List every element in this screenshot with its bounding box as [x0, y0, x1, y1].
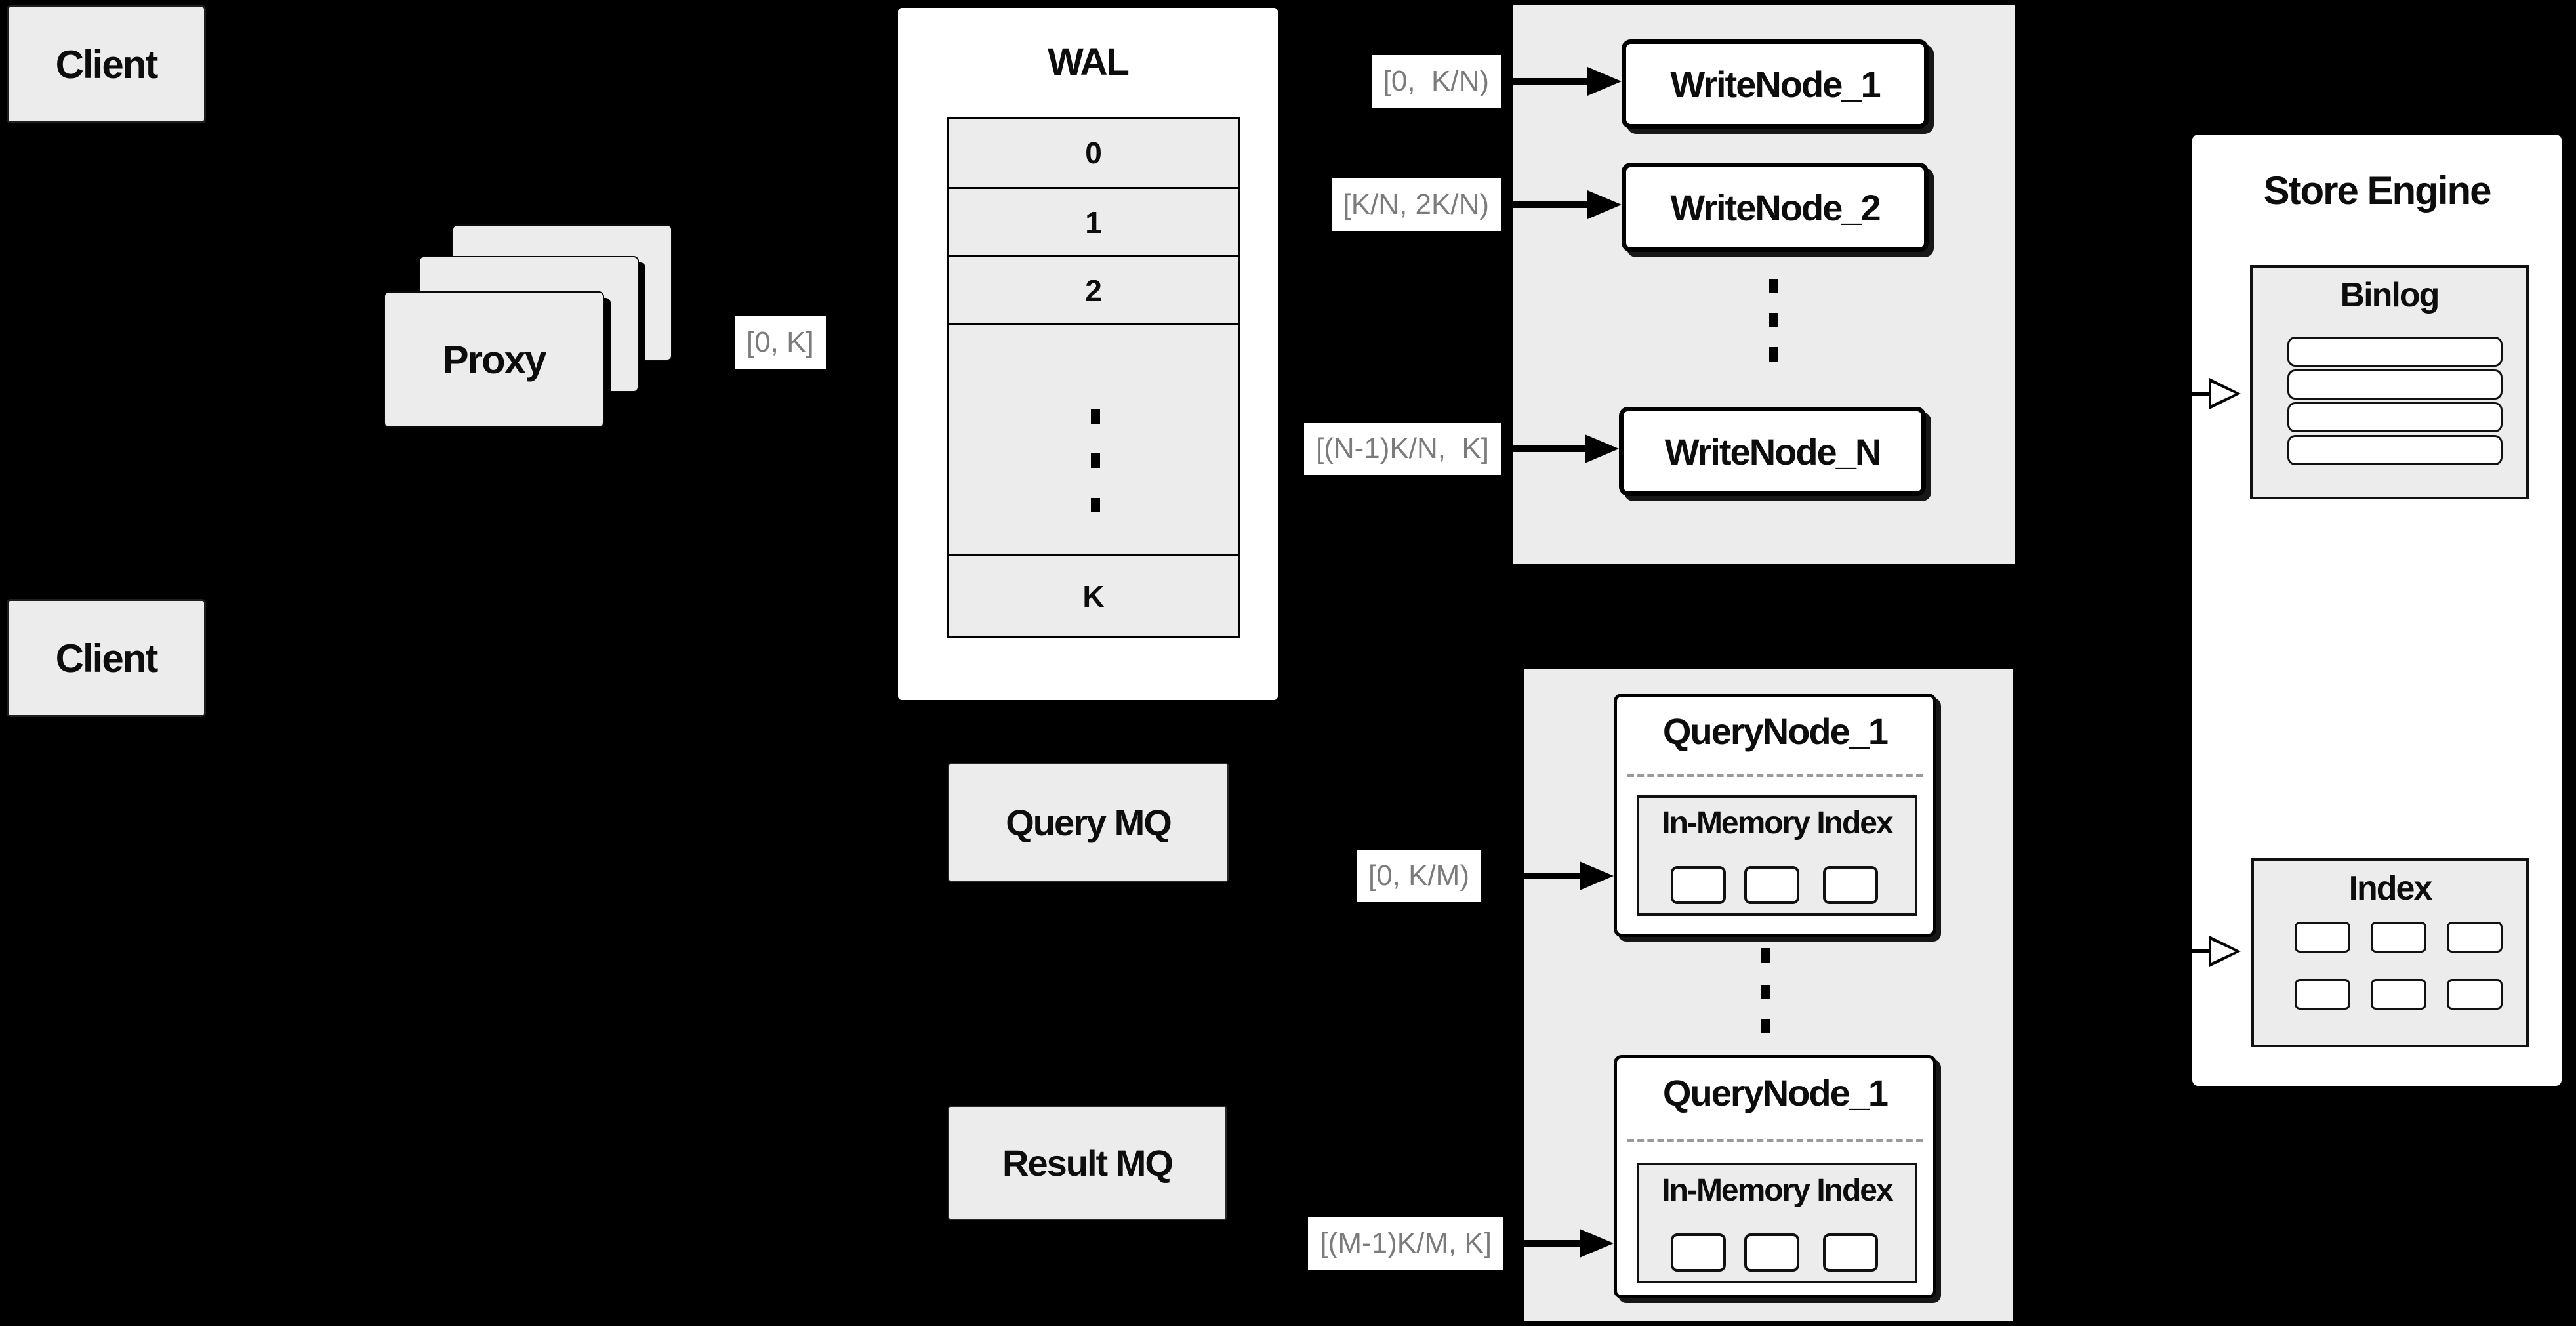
vertical-ellipsis-dot	[1769, 313, 1778, 327]
index-segment-cell	[1671, 1233, 1726, 1272]
binlog-row	[2287, 435, 2503, 465]
range-label-writenode-n: [(N-1)K/N, K]	[1303, 423, 1501, 475]
vertical-ellipsis-dot	[1091, 498, 1100, 512]
query-node-2: QueryNode_1 In-Memory Index	[1614, 1055, 1936, 1298]
range-label-writenode-2: [K/N, 2K/N)	[1331, 178, 1501, 231]
index-segment-cell	[1744, 1233, 1799, 1272]
dashed-divider	[1627, 1139, 1923, 1142]
index-segment-cell	[1671, 866, 1726, 904]
query-mq-node: Query MQ	[948, 763, 1229, 882]
vertical-ellipsis-dot	[1761, 1019, 1770, 1033]
index-title: Index	[2348, 869, 2433, 907]
dashed-divider	[1627, 774, 1923, 777]
in-memory-index-box: In-Memory Index	[1637, 795, 1917, 916]
arrow-right-solid-icon	[1587, 67, 1622, 96]
index-file-cell	[2371, 979, 2426, 1010]
arrow-right-hollow-icon-fill	[2211, 940, 2236, 963]
arrow-line	[2135, 949, 2211, 953]
index-segment-cell	[1744, 866, 1799, 904]
store-engine-box: Store Engine Binlog Index	[2189, 131, 2565, 1089]
range-label-proxy: [0, K]	[735, 316, 826, 369]
index-segment-cell	[1823, 866, 1878, 904]
binlog-box: Binlog	[2250, 265, 2529, 499]
arrow-right-hollow-icon-fill	[2211, 383, 2236, 405]
arrow-line	[1479, 873, 1583, 879]
query-node-title: QueryNode_1	[1662, 1071, 1889, 1113]
binlog-title: Binlog	[2340, 276, 2440, 314]
vertical-ellipsis-dot	[1761, 985, 1770, 999]
range-label-writenode-1: [0, K/N)	[1371, 55, 1501, 108]
store-engine-title: Store Engine	[2263, 168, 2491, 213]
client-node-bottom: Client	[7, 599, 206, 717]
index-file-cell	[2295, 922, 2350, 953]
query-node-1: QueryNode_1 In-Memory Index	[1614, 694, 1936, 937]
vertical-ellipsis-dot	[1769, 347, 1778, 362]
arrow-right-solid-icon	[1587, 190, 1622, 219]
index-segment-cell	[1823, 1233, 1878, 1272]
in-memory-index-title: In-Memory Index	[1662, 1172, 1893, 1208]
wal-segment-row: 1	[949, 187, 1238, 255]
arrow-right-solid-icon	[1580, 1229, 1614, 1258]
proxy-node: Proxy	[384, 291, 604, 428]
arrow-line	[2135, 392, 2211, 396]
wal-box: WAL 0 1 2 K	[895, 5, 1280, 703]
query-node-title: QueryNode_1	[1662, 710, 1889, 752]
in-memory-index-title: In-Memory Index	[1662, 805, 1893, 840]
vertical-ellipsis-dot	[1761, 948, 1770, 963]
index-file-cell	[2447, 979, 2503, 1010]
vertical-ellipsis-dot	[1091, 453, 1100, 468]
index-file-cell	[2295, 979, 2350, 1010]
wal-ellipsis-row	[949, 323, 1238, 554]
index-box: Index	[2251, 858, 2529, 1047]
range-label-querynode-m: [(M-1)K/M, K]	[1308, 1217, 1503, 1270]
in-memory-index-box: In-Memory Index	[1637, 1163, 1917, 1283]
range-label-querynode-1: [0, K/M)	[1356, 850, 1481, 902]
client-node-top: Client	[7, 5, 206, 123]
arrow-line	[1499, 1240, 1583, 1247]
wal-segment-row: 2	[949, 255, 1238, 323]
vertical-ellipsis-dot	[1769, 279, 1778, 293]
arrow-right-solid-icon	[1585, 434, 1619, 463]
binlog-row	[2287, 369, 2503, 400]
arrow-line	[1496, 445, 1587, 452]
binlog-row	[2287, 402, 2503, 432]
index-file-cell	[2371, 922, 2426, 953]
binlog-row	[2287, 337, 2503, 367]
wal-segment-row: 0	[949, 119, 1238, 187]
arrow-line	[1496, 78, 1591, 85]
arrow-line	[1496, 201, 1591, 208]
write-node-n: WriteNode_N	[1619, 407, 1926, 496]
wal-segment-row: K	[949, 554, 1238, 636]
arrow-right-solid-icon	[1580, 861, 1614, 890]
write-node-2: WriteNode_2	[1622, 163, 1929, 252]
result-mq-node: Result MQ	[948, 1106, 1227, 1220]
wal-segment-table: 0 1 2 K	[947, 117, 1240, 638]
index-file-cell	[2447, 922, 2503, 953]
vertical-ellipsis-dot	[1091, 409, 1100, 424]
write-node-1: WriteNode_1	[1622, 39, 1929, 129]
wal-title: WAL	[1048, 40, 1130, 83]
